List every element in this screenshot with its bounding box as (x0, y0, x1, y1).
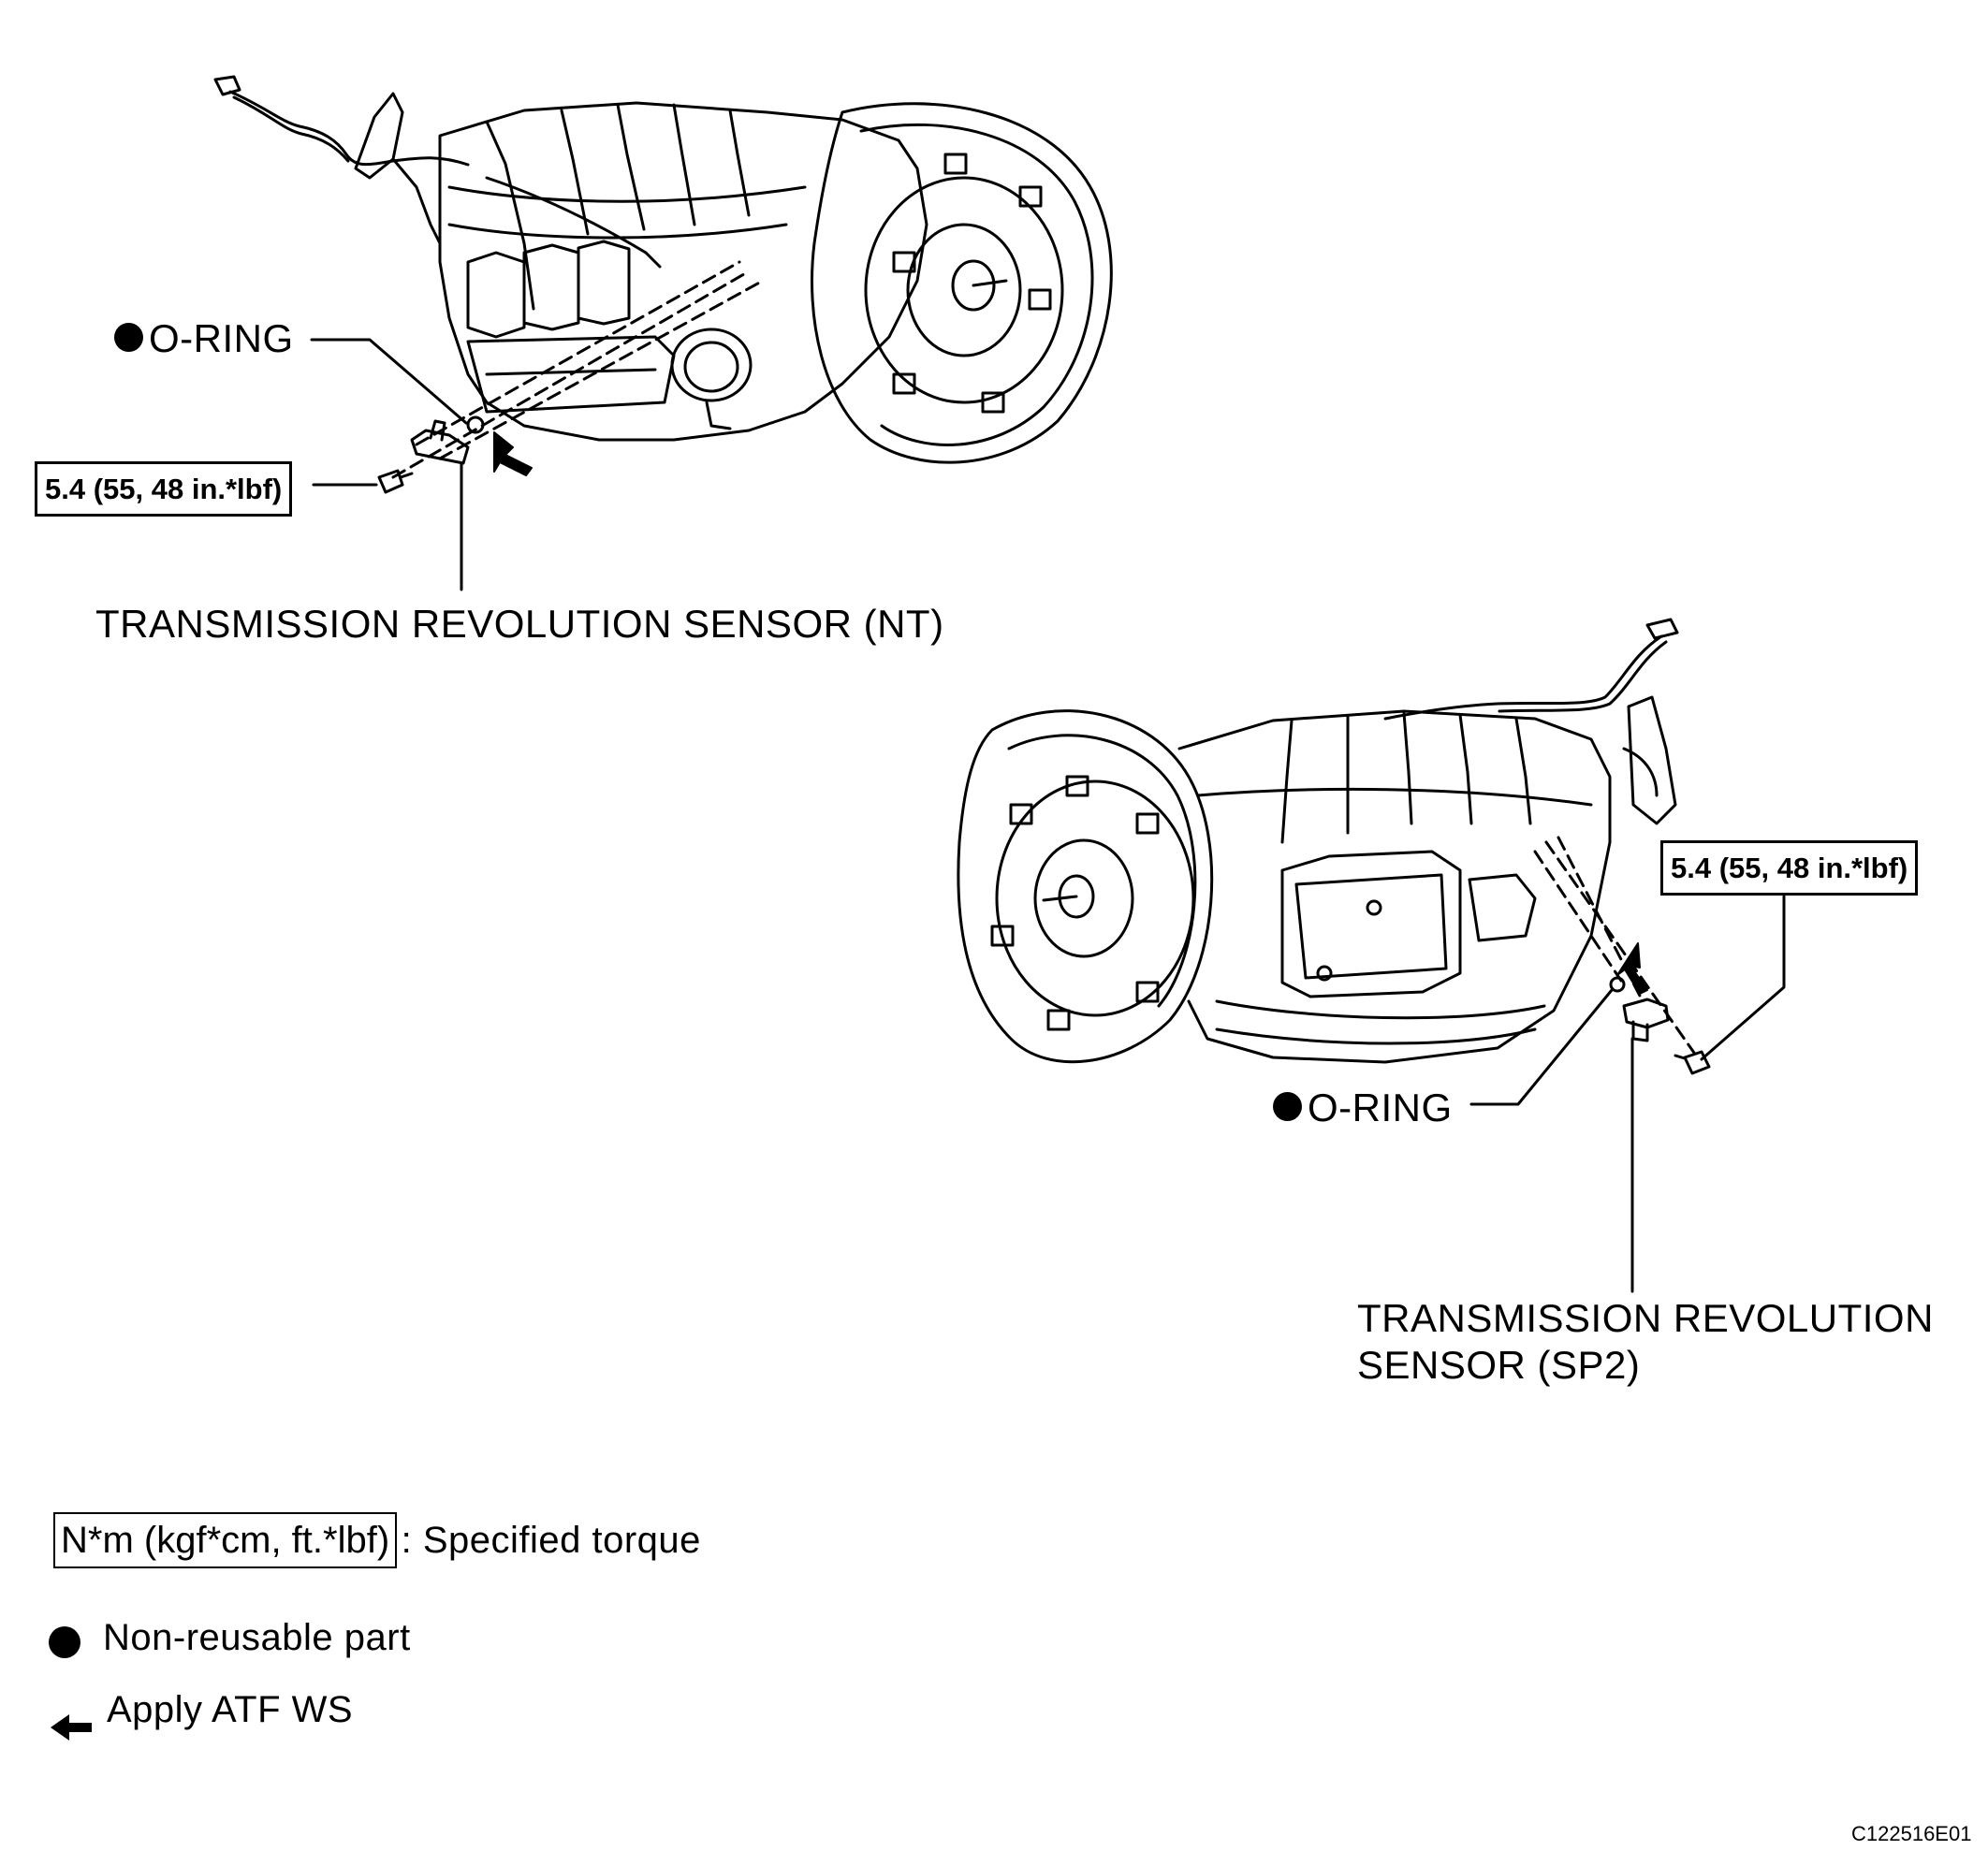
non-reusable-dot-icon (114, 323, 143, 353)
bottom-sensor-label-line1: TRANSMISSION REVOLUTION (1357, 1296, 1934, 1340)
non-reusable-dot-icon (49, 1625, 80, 1658)
non-reusable-dot-icon (1273, 1092, 1302, 1122)
figure-code: C122516E01 (1851, 1822, 1972, 1845)
legend-torque-desc: : Specified torque (401, 1520, 701, 1561)
bottom-oring-callout: O-RING (1273, 1085, 1453, 1130)
legend-non-reusable: Non-reusable part (49, 1617, 411, 1662)
apply-arrow-icon (1616, 942, 1648, 995)
bottom-sensor-parts (1469, 836, 1786, 1293)
bottom-transmission-drawing (957, 618, 1679, 1064)
legend-torque-unit-box: N*m (kgf*cm, ft.*lbf) (53, 1512, 398, 1568)
apply-arrow-icon (51, 1713, 92, 1741)
bottom-torque-spec: 5.4 (55, 48 in.*lbf) (1660, 840, 1919, 896)
top-torque-spec: 5.4 (55, 48 in.*lbf) (35, 461, 293, 517)
top-oring-callout: O-RING (114, 316, 294, 361)
bottom-oring-label: O-RING (1308, 1085, 1453, 1129)
bottom-torque-label: 5.4 (55, 48 in.*lbf) (1671, 852, 1908, 884)
top-sensor-label: TRANSMISSION REVOLUTION SENSOR (NT) (95, 602, 944, 646)
legend-torque: N*m (kgf*cm, ft.*lbf) : Specified torque (53, 1512, 701, 1568)
top-sensor-parts (310, 260, 765, 591)
top-torque-label: 5.4 (55, 48 in.*lbf) (45, 473, 283, 505)
top-oring-label: O-RING (149, 316, 294, 360)
apply-arrow-icon (493, 431, 533, 476)
legend-apply: Apply ATF WS (49, 1689, 353, 1741)
top-transmission-drawing (213, 75, 1113, 464)
bottom-sensor-label-line2: SENSOR (SP2) (1357, 1343, 1641, 1387)
